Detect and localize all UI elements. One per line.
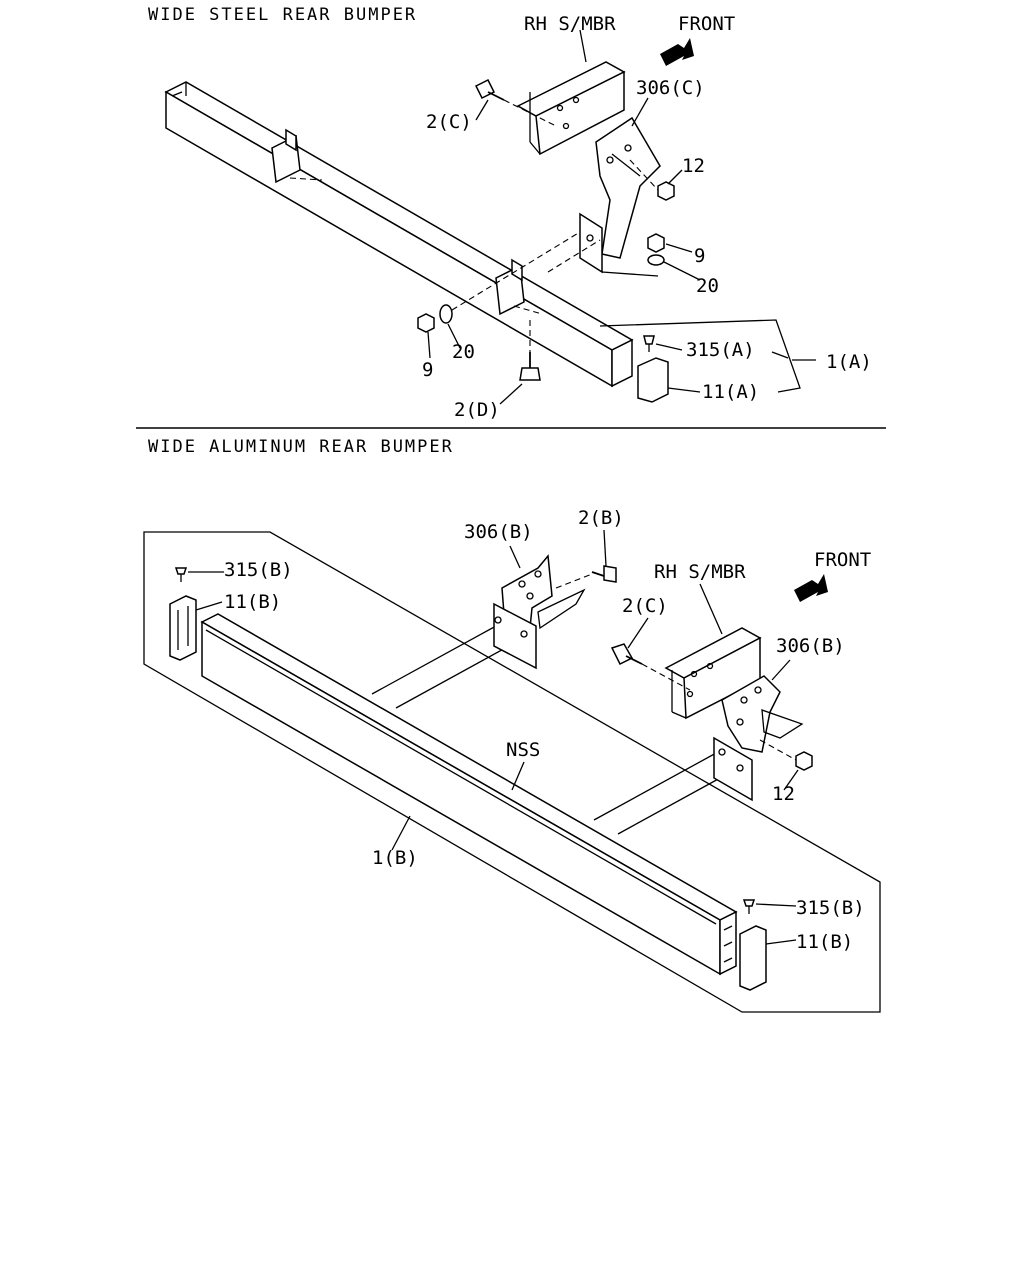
steel-label-1a: 1(A) xyxy=(826,351,872,373)
steel-label-2d: 2(D) xyxy=(454,399,500,421)
aluminum-end-cap-11b-right xyxy=(739,925,767,991)
steel-bumper-section: WIDE STEEL REAR BUMPER xyxy=(148,5,872,421)
aluminum-bumper-section: WIDE ALUMINUM REAR BUMPER xyxy=(143,437,881,1013)
steel-front-label: FRONT xyxy=(678,13,735,35)
steel-label-20-right: 20 xyxy=(696,275,719,297)
steel-bracket-306c xyxy=(547,116,661,277)
steel-label-11a: 11(A) xyxy=(702,381,759,403)
aluminum-section-title: WIDE ALUMINUM REAR BUMPER xyxy=(148,437,454,457)
steel-leaders xyxy=(427,29,816,405)
aluminum-rh-side-member xyxy=(664,627,762,720)
aluminum-kit-outline xyxy=(143,531,881,1013)
aluminum-end-cap-11b-left xyxy=(169,595,197,661)
steel-front-arrow-icon xyxy=(660,38,694,66)
steel-label-12: 12 xyxy=(682,155,705,177)
steel-label-9-left: 9 xyxy=(422,359,433,381)
steel-label-9-right: 9 xyxy=(694,245,705,267)
aluminum-label-12: 12 xyxy=(772,783,795,805)
aluminum-nut-12 xyxy=(759,739,813,771)
aluminum-label-2c: 2(C) xyxy=(622,595,668,617)
steel-screw-315a xyxy=(643,335,655,352)
steel-nut-9-left xyxy=(417,313,435,333)
steel-bumper-beam xyxy=(164,81,634,388)
aluminum-label-nss: NSS xyxy=(506,739,540,761)
aluminum-bumper-beam-1b xyxy=(200,613,738,976)
aluminum-label-315b-right: 315(B) xyxy=(796,897,865,919)
aluminum-screw-315b-right xyxy=(742,899,756,914)
aluminum-front-arrow-icon xyxy=(794,574,828,602)
steel-bolt-2c xyxy=(474,78,557,127)
steel-nut-12 xyxy=(629,159,675,201)
steel-label-315a: 315(A) xyxy=(686,339,755,361)
aluminum-rh-smbr-label: RH S/MBR xyxy=(654,561,746,583)
aluminum-nss-cross-members xyxy=(371,625,743,835)
aluminum-label-2b: 2(B) xyxy=(578,507,624,529)
steel-end-cap-11a xyxy=(637,357,669,403)
steel-nut-9-right xyxy=(647,233,665,253)
steel-bolt-2d xyxy=(519,320,541,381)
steel-label-20-left: 20 xyxy=(452,341,475,363)
aluminum-label-11b-right: 11(B) xyxy=(796,931,853,953)
aluminum-label-11b-left: 11(B) xyxy=(224,591,281,613)
aluminum-label-1b: 1(B) xyxy=(372,847,418,869)
aluminum-label-306b-left: 306(B) xyxy=(464,521,533,543)
aluminum-label-315b-left: 315(B) xyxy=(224,559,293,581)
aluminum-bolt-2c xyxy=(610,643,691,691)
steel-label-306c: 306(C) xyxy=(636,77,705,99)
aluminum-front-label: FRONT xyxy=(814,549,871,571)
aluminum-leaders xyxy=(188,529,799,945)
aluminum-label-306b-right: 306(B) xyxy=(776,635,845,657)
aluminum-bracket-306b-right xyxy=(713,675,804,802)
steel-section-title: WIDE STEEL REAR BUMPER xyxy=(148,5,417,25)
steel-rh-side-member xyxy=(516,61,626,156)
aluminum-bracket-306b-left xyxy=(493,554,586,670)
steel-label-2c: 2(C) xyxy=(426,111,472,133)
aluminum-bolt-2b xyxy=(555,565,617,589)
steel-washer-20-right xyxy=(647,254,665,266)
steel-washer-20-left xyxy=(439,231,581,324)
aluminum-screw-315b-left xyxy=(174,567,188,582)
steel-rh-smbr-label: RH S/MBR xyxy=(524,13,616,35)
